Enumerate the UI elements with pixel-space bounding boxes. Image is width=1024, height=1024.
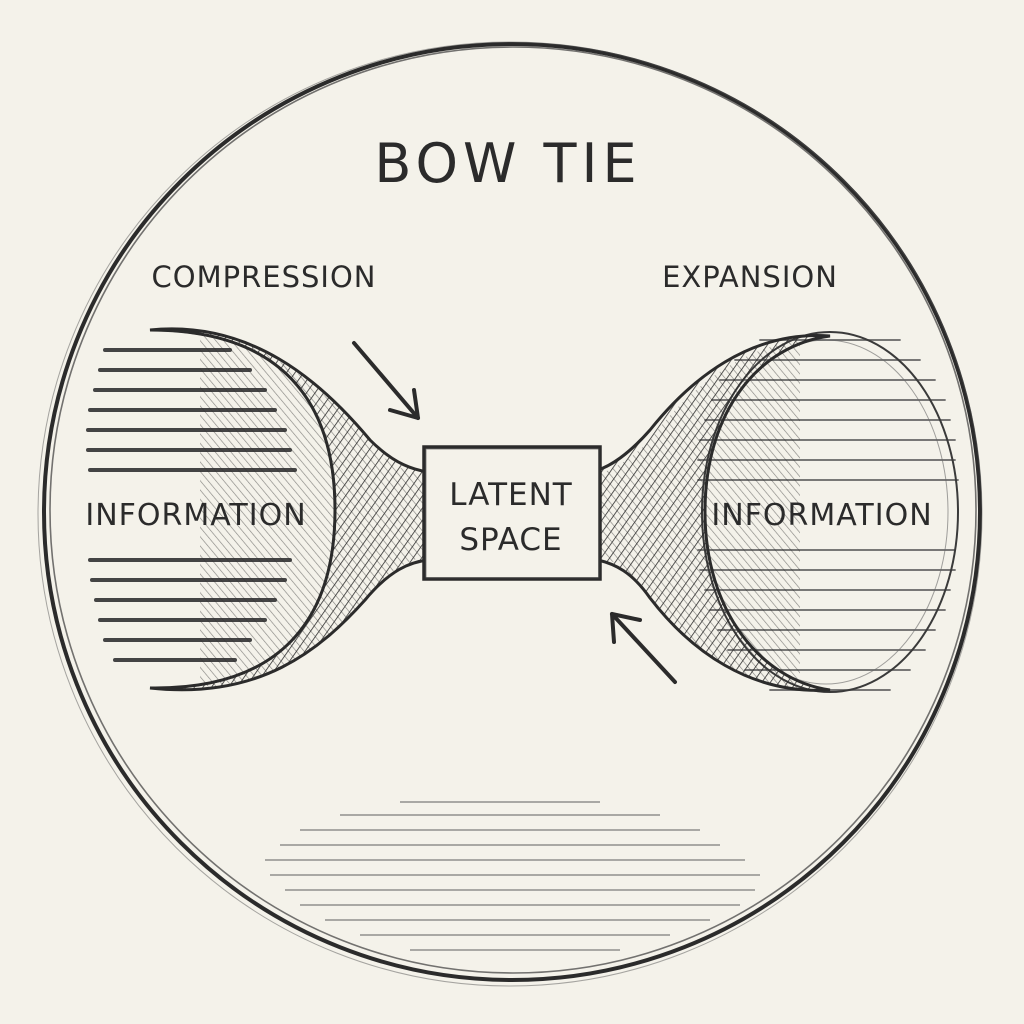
left-information-label: INFORMATION bbox=[85, 498, 306, 533]
compression-arrow bbox=[352, 341, 420, 420]
diagram-title: BOW TIE bbox=[374, 132, 641, 195]
expansion-arrow bbox=[610, 612, 677, 684]
latent-label-line1: LATENT bbox=[449, 477, 572, 513]
compression-label: COMPRESSION bbox=[152, 260, 377, 294]
outer-circle bbox=[37, 41, 983, 987]
latent-space-box bbox=[422, 445, 602, 581]
right-information-label: INFORMATION bbox=[711, 498, 932, 533]
expansion-label: EXPANSION bbox=[662, 260, 838, 294]
latent-label-line2: SPACE bbox=[459, 522, 562, 558]
bottom-shading bbox=[265, 801, 760, 951]
